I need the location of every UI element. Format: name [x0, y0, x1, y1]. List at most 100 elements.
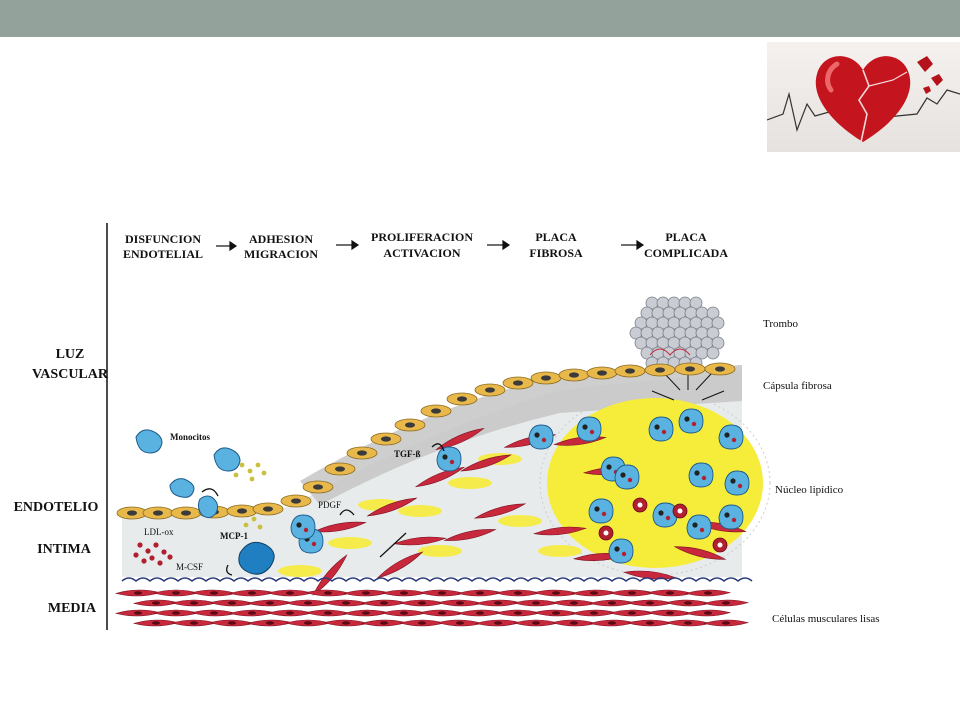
- top-bar: [0, 0, 960, 37]
- svg-text:VASCULAR: VASCULAR: [32, 367, 109, 382]
- lipoprotein-dot: [261, 470, 267, 476]
- media-muscle-nucleus: [172, 611, 180, 615]
- endothelial-nucleus: [291, 498, 301, 504]
- curved-arrow-icon: [201, 488, 219, 497]
- fibrin-strand: [649, 348, 691, 356]
- ldl-particle: [149, 555, 155, 561]
- platelet: [706, 346, 720, 360]
- fibrous-cap: [300, 365, 742, 505]
- layer-label-luz-vascular: LUZ VASCULAR: [32, 347, 109, 382]
- lipid-streak: [278, 565, 322, 577]
- stage-header-4: PLACA FIBROSA: [529, 230, 583, 260]
- ldl-particle: [133, 552, 139, 558]
- foam-cell-droplet: [694, 470, 700, 476]
- foam-cell-droplet: [606, 464, 612, 470]
- lipid-streak: [498, 515, 542, 527]
- foam-cell: [686, 514, 712, 540]
- foam-cell: [528, 424, 554, 450]
- foam-cell-droplet: [589, 429, 595, 435]
- media-muscle-nucleus: [134, 591, 142, 595]
- foam-cell: [614, 464, 640, 490]
- ldl-particle: [141, 558, 147, 564]
- straight-arrow-icon: [379, 532, 407, 558]
- broken-heart-image: [767, 42, 960, 152]
- lipoprotein-dot: [251, 516, 257, 522]
- foam-cell-droplet: [737, 483, 743, 489]
- svg-text:PROLIFERACION: PROLIFERACION: [371, 230, 473, 244]
- ldl-particle: [167, 554, 173, 560]
- foam-cell-droplet: [699, 527, 705, 533]
- foam-cell-droplet: [731, 517, 737, 523]
- stage-header-2: ADHESION MIGRACION: [244, 232, 318, 261]
- foam-cell: [648, 416, 674, 442]
- foam-cell-droplet: [730, 478, 736, 484]
- svg-text:FIBROSA: FIBROSA: [529, 246, 583, 260]
- svg-text:ADHESION: ADHESION: [249, 232, 313, 246]
- thrombus: [629, 296, 725, 370]
- media-muscle-nucleus: [552, 611, 560, 615]
- lipoprotein-dot: [233, 472, 239, 478]
- label-monocitos: Monocitos: [170, 432, 210, 442]
- media-muscle-nucleus: [304, 621, 312, 625]
- lipid-streak: [448, 477, 492, 489]
- smooth-muscle-cell: [532, 526, 588, 536]
- monocyte-icon: [213, 447, 241, 472]
- svg-text:LUZ: LUZ: [56, 347, 85, 362]
- foam-cell-droplet: [627, 477, 633, 483]
- ldl-particle: [145, 548, 151, 554]
- media-muscle-nucleus: [438, 591, 446, 595]
- endothelial-nucleus: [541, 375, 551, 381]
- smooth-muscle-cell: [312, 554, 348, 596]
- smooth-muscle-cell: [435, 427, 485, 451]
- smooth-muscle-cell: [460, 454, 512, 472]
- endothelial-nucleus: [181, 510, 191, 516]
- media-muscle-nucleus: [628, 591, 636, 595]
- curved-arrow-icon: [226, 564, 233, 576]
- necrotic-cell-core: [603, 530, 609, 536]
- circulating-monocytes: [135, 429, 241, 519]
- lipoprotein-dot: [239, 462, 245, 468]
- smooth-muscle-cell: [376, 551, 424, 579]
- media-muscle-nucleus: [666, 591, 674, 595]
- media-muscle-nucleus: [152, 601, 160, 605]
- foam-cell: [724, 470, 750, 496]
- layer-label-media: MEDIA: [48, 601, 97, 616]
- lipoprotein-dot: [249, 476, 255, 482]
- curved-arrow-icon: [431, 443, 445, 452]
- media-muscle-nucleus: [590, 591, 598, 595]
- smooth-muscle-cell: [392, 536, 448, 546]
- foam-cell: [576, 416, 602, 442]
- foam-cell-droplet: [654, 424, 660, 430]
- svg-text:ENDOTELIAL: ENDOTELIAL: [123, 247, 203, 261]
- smooth-muscle-cell: [366, 497, 418, 517]
- media-muscle-nucleus: [494, 601, 502, 605]
- foam-cell-droplet: [594, 506, 600, 512]
- label-nucleo-lipidico: Núcleo lipídico: [775, 484, 844, 496]
- media-muscle-nucleus: [286, 591, 294, 595]
- media-muscle-nucleus: [380, 601, 388, 605]
- label-ldl-ox: LDL-ox: [144, 527, 174, 537]
- media-muscle-nucleus: [514, 611, 522, 615]
- foam-cell-droplet: [449, 459, 455, 465]
- svg-text:ACTIVACION: ACTIVACION: [383, 246, 460, 260]
- media-muscle-nucleus: [608, 601, 616, 605]
- media-muscle-nucleus: [324, 591, 332, 595]
- ldl-particle: [157, 560, 163, 566]
- endothelial-nucleus: [237, 508, 247, 514]
- monocyte-icon: [197, 495, 219, 519]
- stage-header-5: PLACA COMPLICADA: [644, 230, 728, 260]
- label-capsula-fibrosa: Cápsula fibrosa: [763, 380, 832, 392]
- svg-text:MIGRACION: MIGRACION: [244, 247, 318, 261]
- media-muscle-nucleus: [722, 621, 730, 625]
- media-muscle-nucleus: [380, 621, 388, 625]
- endothelial-nucleus: [357, 450, 367, 456]
- endothelial-nucleus: [685, 366, 695, 372]
- necrotic-cell-core: [717, 542, 723, 548]
- lipoprotein-dot: [257, 524, 263, 530]
- lipid-streak: [328, 537, 372, 549]
- foam-cell-droplet: [534, 432, 540, 438]
- foam-cell-droplet: [658, 510, 664, 516]
- media-smooth-muscle-cells: [114, 589, 750, 627]
- platelet: [706, 306, 720, 320]
- smooth-muscle-cell: [313, 521, 367, 533]
